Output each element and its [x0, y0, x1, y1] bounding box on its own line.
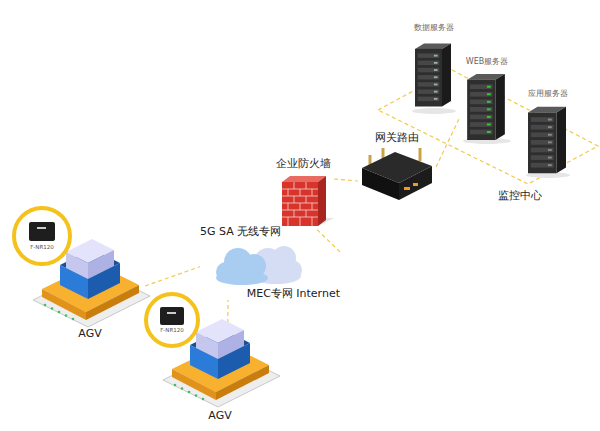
- server-icon: [412, 44, 456, 115]
- server-node: WEB服务器: [460, 58, 514, 142]
- server-icon: [412, 108, 456, 114]
- server-node: 应用服务器: [522, 90, 574, 176]
- node-label: 数据服务器: [414, 24, 454, 33]
- firewall-icon: [312, 203, 313, 210]
- firewall-icon: [312, 189, 313, 196]
- router-node: 网关路由: [358, 132, 436, 202]
- firewall-icon: [294, 196, 295, 203]
- zone-label: 监控中心: [498, 190, 542, 202]
- dashed-link: [145, 267, 200, 286]
- cloud-icon: [216, 246, 302, 285]
- device-callout: [29, 222, 55, 241]
- node-label: 5G SA 无线专网: [200, 226, 281, 238]
- cloud-icon: [216, 248, 268, 285]
- router-icon: [362, 148, 432, 200]
- firewall-icon: [288, 217, 289, 226]
- firewall-icon: [306, 182, 307, 189]
- node-label: 网关路由: [375, 132, 419, 144]
- firewall-icon: [294, 182, 295, 189]
- server-icon: [526, 107, 570, 178]
- router-icon: [404, 187, 410, 190]
- firewall-icon: [282, 182, 318, 226]
- firewall-icon: [294, 210, 295, 217]
- device-label: F-NR120: [30, 244, 54, 250]
- firewall-icon: [282, 176, 334, 226]
- server-icon: [415, 44, 451, 107]
- node-label: WEB服务器: [466, 58, 508, 67]
- agv-node: AGV: [35, 250, 145, 340]
- device-callout: [160, 307, 184, 325]
- node-label: 企业防火墙: [276, 158, 331, 170]
- firewall-icon: [312, 217, 313, 226]
- firewall-node: 企业防火墙: [272, 158, 334, 228]
- device-callout: [37, 227, 46, 229]
- device-callout: [167, 312, 176, 314]
- cloud-node: 5G SA 无线专网 MEC专网 Internet: [200, 226, 340, 300]
- firewall-icon: [282, 182, 318, 226]
- node-label: 应用服务器: [528, 90, 568, 99]
- server-icon: [467, 74, 505, 140]
- node-label: MEC专网 Internet: [247, 288, 340, 300]
- firewall-icon: [300, 189, 301, 196]
- router-icon: [413, 183, 418, 186]
- device-label: F-NR120: [160, 327, 184, 333]
- agv-node: AGV: [165, 330, 275, 422]
- router-icon: [419, 148, 422, 161]
- firewall-icon: [288, 189, 289, 196]
- dashed-link: [436, 117, 460, 167]
- firewall-icon: [318, 176, 326, 226]
- router-icon: [362, 168, 399, 200]
- firewall-icon: [288, 203, 289, 210]
- firewall-icon: [300, 217, 301, 226]
- server-icon: [528, 107, 566, 174]
- device-callout: [146, 294, 198, 346]
- node-label: AGV: [208, 410, 231, 422]
- dashed-link: [334, 179, 358, 181]
- router-icon: [399, 166, 432, 200]
- node-label: AGV: [78, 328, 101, 340]
- firewall-icon: [306, 210, 307, 217]
- cloud-icon: [216, 271, 268, 285]
- dashed-link: [315, 228, 340, 252]
- server-icon: [463, 74, 511, 144]
- server-node: 数据服务器: [408, 24, 460, 112]
- firewall-icon: [300, 203, 301, 210]
- device-callout: [146, 294, 198, 346]
- device-callout: [14, 208, 70, 264]
- device-callout: [14, 208, 70, 264]
- firewall-icon: [306, 196, 307, 203]
